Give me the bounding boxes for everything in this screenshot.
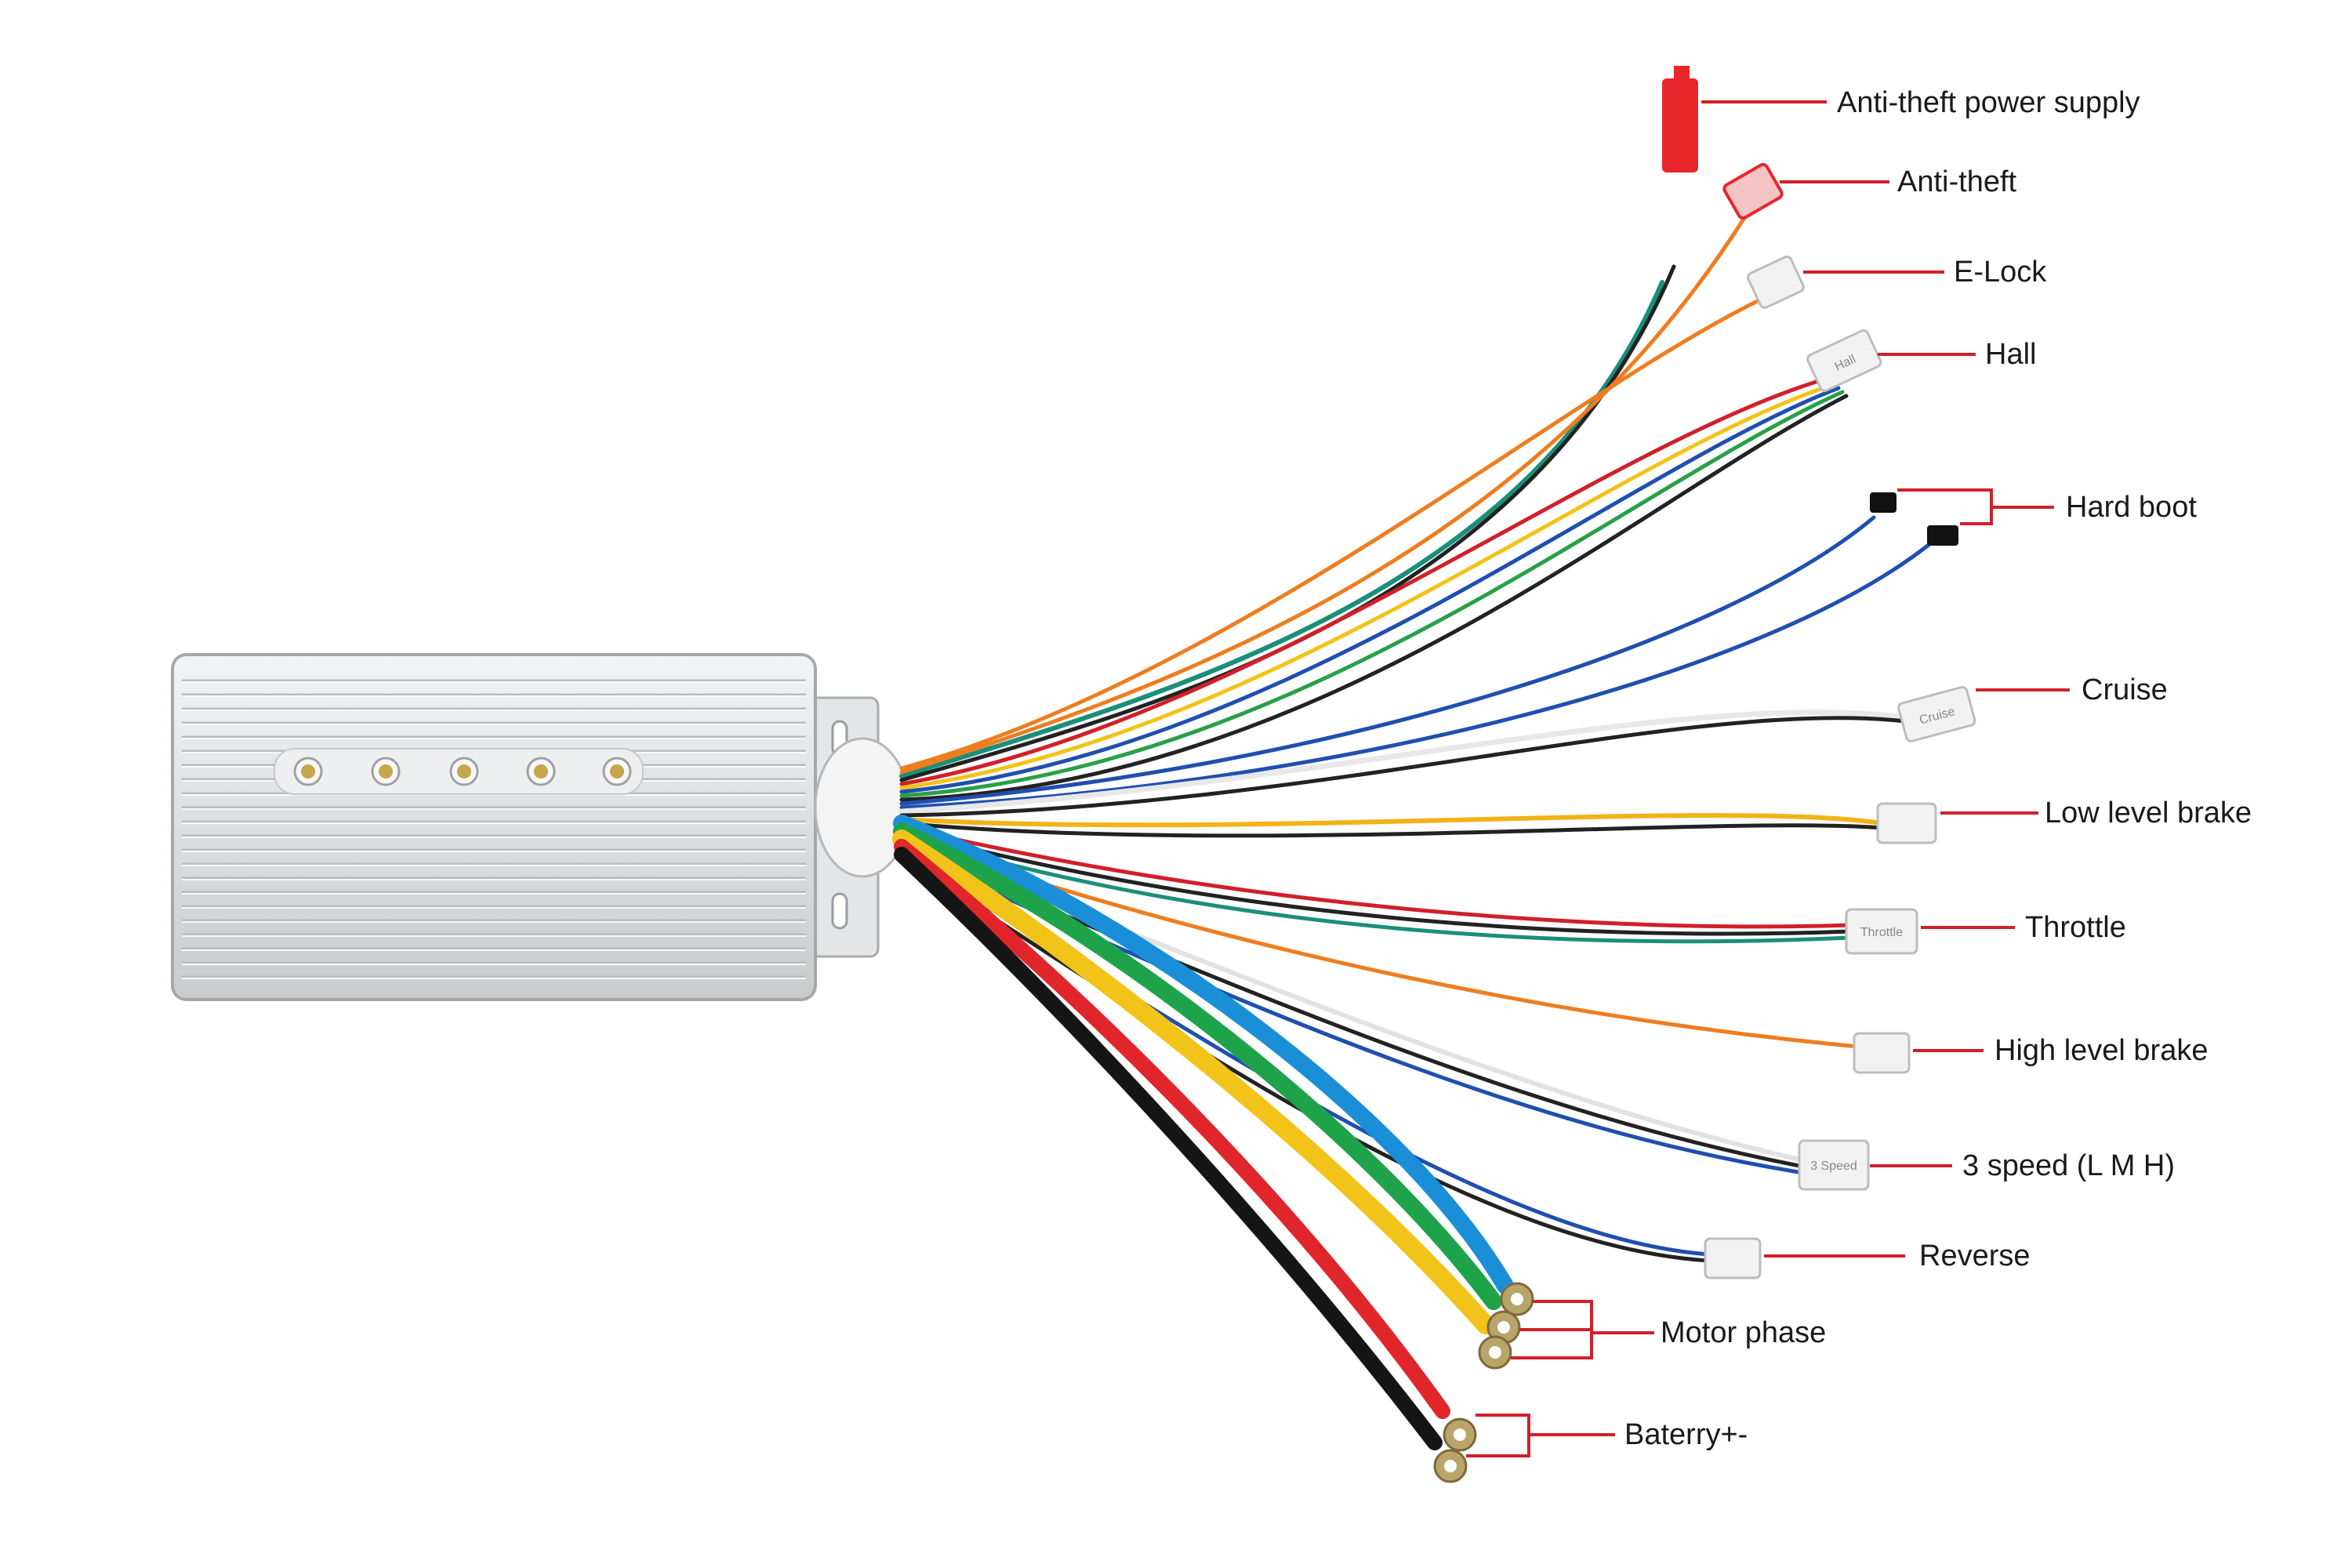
throttle-connector: Throttle <box>1845 908 1918 955</box>
phase-terminal-yellow <box>1478 1335 1512 1370</box>
wire-black <box>899 264 1676 782</box>
phase-wire-yellow <box>892 829 1495 1334</box>
labels: Anti-theft power supply Anti-theft E-Loc… <box>1624 86 2252 1451</box>
signal-wires <box>898 209 1931 1263</box>
wire-lowbrake-black <box>899 821 1884 838</box>
battery-terminal-negative <box>1433 1449 1468 1483</box>
leader-lines <box>1466 100 2070 1457</box>
controller-housing <box>171 653 911 1001</box>
e-lock-connector <box>1747 256 1805 309</box>
cruise-connector: Cruise <box>1897 686 1976 742</box>
label-battery: Baterry+- <box>1624 1418 1748 1451</box>
label-anti-theft-power-supply: Anti-theft power supply <box>1837 86 2140 119</box>
leader-hard-boot-bracket <box>1897 488 1993 525</box>
label-three-speed: 3 speed (L M H) <box>1962 1149 2175 1182</box>
battery-terminal-positive <box>1443 1417 1477 1452</box>
label-high-level-brake: High level brake <box>1994 1034 2208 1067</box>
reverse-connector <box>1704 1237 1762 1279</box>
hard-boot-plug-1 <box>1870 492 1896 513</box>
label-e-lock: E-Lock <box>1954 256 2047 289</box>
label-hard-boot: Hard boot <box>2066 491 2197 524</box>
battery-wire-black <box>894 847 1443 1450</box>
low-level-brake-connector <box>1876 802 1937 844</box>
bracket-slot <box>831 892 848 930</box>
three-speed-connector-mark: 3 Speed <box>1810 1160 1857 1173</box>
housing-screws <box>293 757 632 786</box>
wire-cruise-white <box>898 710 1908 815</box>
wire-hardboot-2 <box>899 543 1931 810</box>
wire-teal <box>899 280 1664 779</box>
wire-throttle-black <box>899 829 1853 936</box>
hall-connector: Hall <box>1806 329 1882 392</box>
connectors: Hall Cruise Throttle 3 Speed <box>1662 66 1976 1279</box>
label-low-level-brake: Low level brake <box>2045 797 2252 829</box>
wire-orange <box>899 209 1751 775</box>
wire-throttle-teal <box>899 833 1853 944</box>
wire-throttle-red <box>899 825 1853 929</box>
wire-hall-green <box>899 390 1845 798</box>
label-anti-theft: Anti-theft <box>1897 165 2017 198</box>
label-throttle: Throttle <box>2025 911 2126 944</box>
wire-elock <box>899 296 1766 771</box>
wire-hall-yellow <box>899 382 1837 790</box>
cooling-fins <box>182 674 806 984</box>
battery-wire-red <box>894 839 1450 1419</box>
label-cruise: Cruise <box>2082 673 2168 706</box>
phase-terminal-blue <box>1500 1282 1534 1316</box>
throttle-connector-mark: Throttle <box>1860 926 1903 939</box>
wire-cruise-black <box>899 716 1907 818</box>
wire-hall-black <box>899 394 1849 802</box>
phase-wire-green <box>893 822 1502 1310</box>
ring-terminals <box>1433 1282 1534 1483</box>
phase-wire-blue <box>893 815 1514 1294</box>
three-speed-connector: 3 Speed <box>1798 1139 1870 1191</box>
wire-lowbrake-yellow <box>899 813 1884 828</box>
label-hall: Hall <box>1985 338 2036 371</box>
anti-theft-connector <box>1722 162 1784 220</box>
high-level-brake-connector <box>1853 1032 1911 1074</box>
anti-theft-power-plug <box>1662 66 1698 172</box>
wire-hall-blue <box>899 386 1841 794</box>
label-reverse: Reverse <box>1919 1240 2031 1272</box>
power-wires <box>892 815 1514 1450</box>
label-motor-phase: Motor phase <box>1661 1316 1826 1349</box>
hard-boot-plug-2 <box>1927 525 1958 546</box>
wire-hardboot-1 <box>899 515 1876 806</box>
wire-hall-red <box>899 374 1837 786</box>
